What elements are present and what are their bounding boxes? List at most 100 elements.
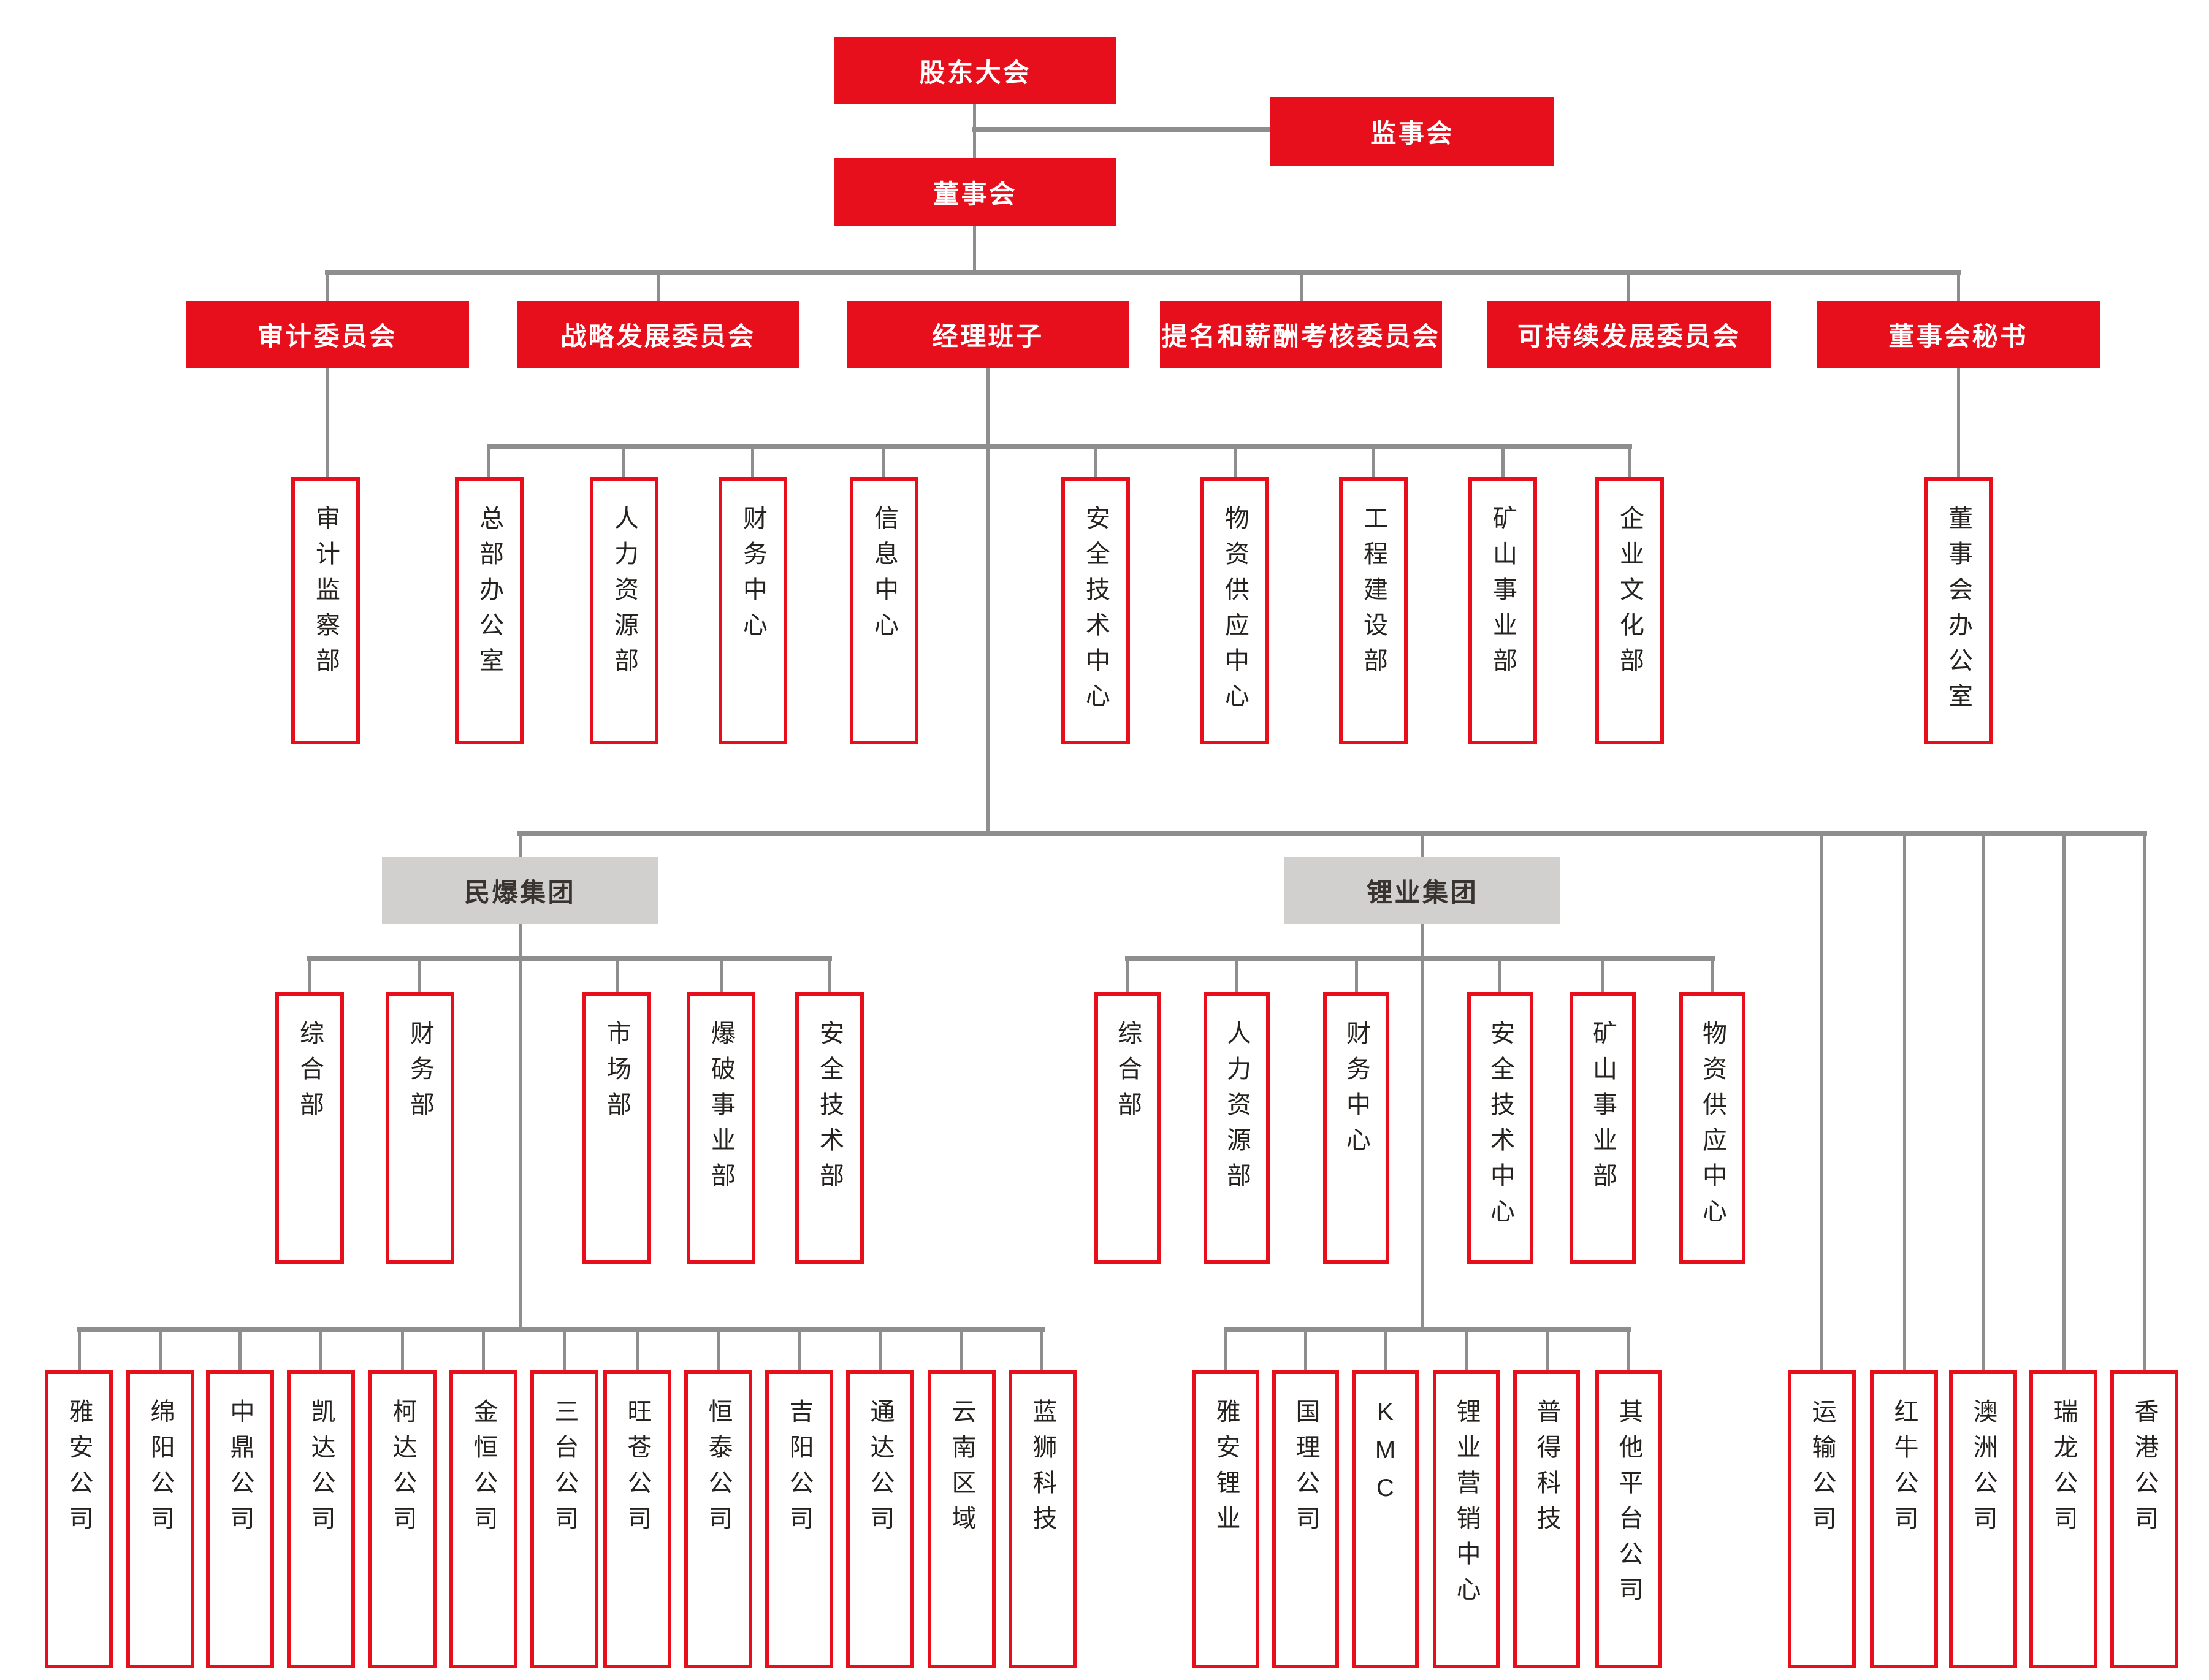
node-ruilong-co: 瑞龙公司 — [2029, 1370, 2097, 1668]
connector-line — [487, 446, 491, 477]
node-label-li-mining-division: 矿山事业部 — [1589, 1020, 1616, 1198]
node-label-shareholders-meeting: 股东大会 — [919, 58, 1031, 87]
node-lithium-marketing-center: 锂业营销中心 — [1432, 1370, 1500, 1668]
node-hongniu-co: 红牛公司 — [1870, 1370, 1938, 1668]
node-lithium-group: 锂业集团 — [1284, 857, 1560, 924]
connector-line — [1982, 833, 1985, 1370]
connector-line — [615, 958, 619, 992]
connector-line — [326, 368, 329, 477]
node-audit-committee: 审计委员会 — [186, 300, 469, 368]
connector-line — [882, 446, 886, 477]
connector-line — [307, 955, 832, 961]
node-label-strategy-development-committee: 战略发展委员会 — [560, 322, 756, 351]
connector-line — [1421, 924, 1424, 1330]
node-transport-co: 运输公司 — [1788, 1370, 1856, 1668]
node-label-civil-explosives-group: 民爆集团 — [464, 877, 576, 907]
connector-line — [1224, 1327, 1631, 1332]
node-me-general-dept: 综合部 — [275, 992, 344, 1264]
node-label-audit-committee: 审计委员会 — [258, 322, 397, 351]
node-guoli-co: 国理公司 — [1272, 1370, 1339, 1668]
node-li-material-supply-center: 物资供应中心 — [1679, 992, 1745, 1264]
node-corporate-culture-dept: 企业文化部 — [1595, 477, 1664, 744]
connector-line — [1501, 446, 1505, 477]
connector-line — [973, 226, 977, 273]
node-label-li-hr-dept: 人力资源部 — [1223, 1020, 1250, 1198]
node-shareholders-meeting: 股东大会 — [833, 37, 1116, 104]
node-label-wangcang-co: 旺苍公司 — [624, 1398, 651, 1541]
connector-line — [1498, 958, 1502, 992]
node-supervisory-board: 监事会 — [1270, 97, 1554, 166]
node-label-yunnan-region: 云南区域 — [948, 1398, 975, 1541]
connector-line — [719, 958, 723, 992]
node-label-other-platform-co: 其他平台公司 — [1615, 1398, 1642, 1612]
connector-line — [1956, 273, 1960, 301]
node-label-zhongding-co: 中鼎公司 — [226, 1398, 254, 1541]
connector-line — [418, 958, 422, 992]
connector-line — [563, 1330, 567, 1370]
connector-line — [319, 1330, 323, 1370]
node-li-hr-dept: 人力资源部 — [1204, 992, 1270, 1264]
node-management-team: 经理班子 — [847, 300, 1129, 368]
node-label-mianyang-co: 绵阳公司 — [147, 1398, 174, 1541]
connector-line — [1627, 273, 1631, 301]
node-label-sustainable-development-committee: 可持续发展委员会 — [1517, 322, 1741, 351]
connector-line — [326, 273, 329, 301]
node-label-safety-tech-center: 安全技术中心 — [1082, 505, 1109, 719]
connector-line — [325, 270, 1961, 275]
connector-line — [2143, 833, 2146, 1370]
node-label-me-general-dept: 综合部 — [296, 1020, 323, 1127]
connector-line — [1820, 833, 1824, 1370]
connector-line — [1040, 1330, 1044, 1370]
connector-line — [636, 1330, 639, 1370]
node-label-board-secretary: 董事会秘书 — [1888, 322, 2028, 351]
node-label-kmc: KMC — [1372, 1398, 1399, 1513]
node-label-information-center: 信息中心 — [870, 505, 898, 647]
node-jiyang-co: 吉阳公司 — [765, 1370, 833, 1668]
node-label-audit-supervision-dept: 审计监察部 — [311, 505, 339, 683]
node-label-me-safety-tech-dept: 安全技术部 — [815, 1020, 843, 1198]
connector-line — [1711, 958, 1714, 992]
node-label-management-team: 经理班子 — [932, 322, 1044, 351]
connector-line — [879, 1330, 882, 1370]
connector-line — [518, 833, 522, 857]
connector-line — [308, 958, 311, 992]
node-civil-explosives-group: 民爆集团 — [381, 857, 658, 924]
node-kmc: KMC — [1352, 1370, 1419, 1668]
node-label-tongda-co: 通达公司 — [866, 1398, 894, 1541]
node-board-secretary: 董事会秘书 — [1816, 300, 2100, 368]
node-label-engineering-construction-dept: 工程建设部 — [1359, 505, 1387, 683]
node-me-finance-dept: 财务部 — [386, 992, 454, 1264]
connector-line — [717, 1330, 720, 1370]
node-material-supply-center: 物资供应中心 — [1200, 477, 1269, 744]
connector-line — [159, 1330, 162, 1370]
connector-line — [1094, 446, 1097, 477]
node-label-li-material-supply-center: 物资供应中心 — [1698, 1020, 1726, 1234]
node-engineering-construction-dept: 工程建设部 — [1339, 477, 1408, 744]
node-information-center: 信息中心 — [849, 477, 918, 744]
node-pude-tech: 普得科技 — [1513, 1370, 1580, 1668]
connector-line — [518, 924, 522, 1330]
connector-line — [1235, 958, 1238, 992]
node-santai-co: 三台公司 — [530, 1370, 598, 1668]
node-label-transport-co: 运输公司 — [1808, 1398, 1836, 1541]
node-li-finance-center: 财务中心 — [1322, 992, 1389, 1264]
connector-line — [1224, 1330, 1228, 1370]
node-label-li-safety-tech-center: 安全技术中心 — [1486, 1020, 1514, 1234]
node-label-mining-division: 矿山事业部 — [1489, 505, 1516, 683]
connector-line — [828, 958, 831, 992]
node-hongkong-co: 香港公司 — [2110, 1370, 2178, 1668]
node-hq-office: 总部办公室 — [454, 477, 524, 744]
node-mining-division: 矿山事业部 — [1468, 477, 1537, 744]
node-label-finance-center: 财务中心 — [739, 505, 766, 647]
node-li-mining-division: 矿山事业部 — [1570, 992, 1636, 1264]
node-board-of-directors: 董事会 — [833, 158, 1116, 226]
node-hengtai-co: 恒泰公司 — [684, 1370, 752, 1668]
connector-line — [1465, 1330, 1468, 1370]
connector-line — [986, 368, 990, 834]
connector-line — [401, 1330, 405, 1370]
node-li-safety-tech-center: 安全技术中心 — [1467, 992, 1533, 1264]
node-australia-co: 澳洲公司 — [1948, 1370, 2017, 1668]
node-label-lithium-group: 锂业集团 — [1366, 877, 1479, 907]
connector-line — [1304, 1330, 1308, 1370]
